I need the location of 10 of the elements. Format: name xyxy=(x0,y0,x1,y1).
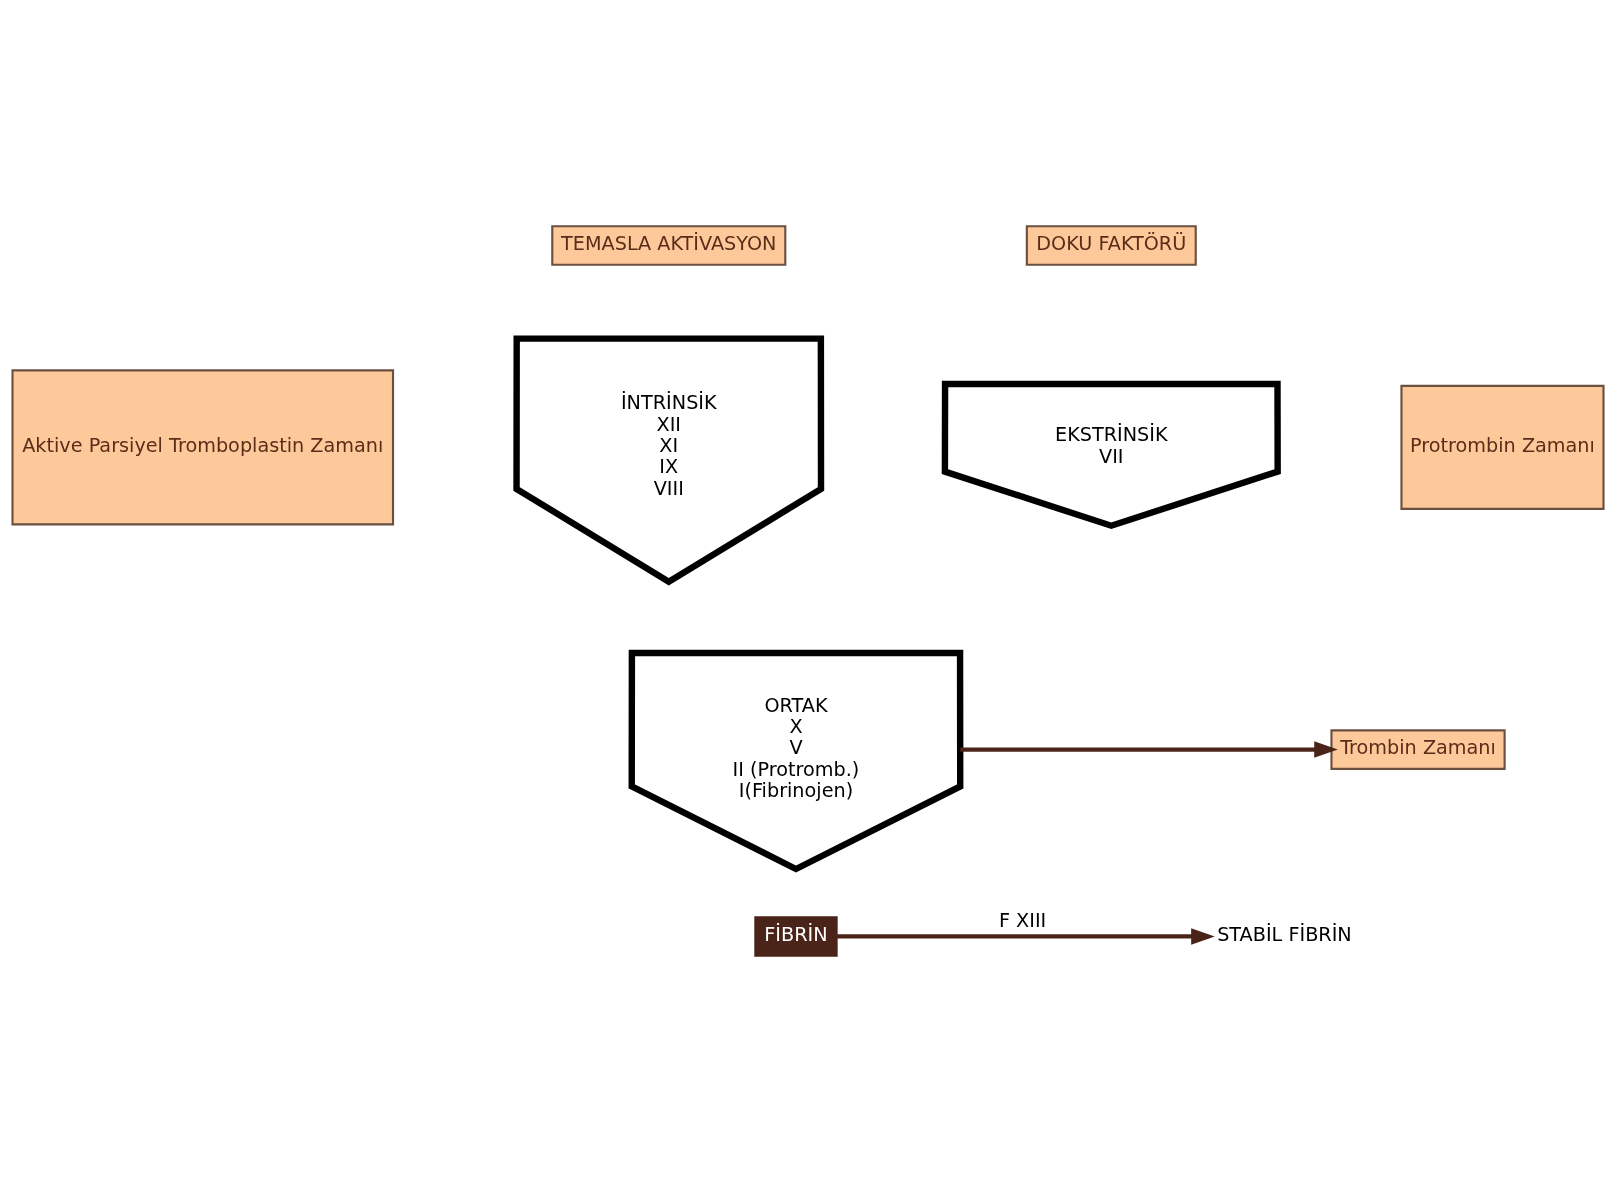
arrow xyxy=(836,928,1215,945)
node-box: Aktive Parsiyel Tromboplastin Zamanı xyxy=(11,369,395,526)
node-text: STABİL FİBRİN xyxy=(1217,923,1352,947)
node-box: DOKU FAKTÖRÜ xyxy=(1025,225,1197,266)
edge-label: F XIII xyxy=(998,909,1047,933)
arrow xyxy=(960,741,1338,758)
node-box: Trombin Zamanı xyxy=(1330,729,1506,770)
node-box: FİBRİN xyxy=(754,916,838,957)
node-box: Protrombin Zamanı xyxy=(1400,384,1605,510)
node-box: TEMASLA AKTİVASYON xyxy=(551,225,787,266)
